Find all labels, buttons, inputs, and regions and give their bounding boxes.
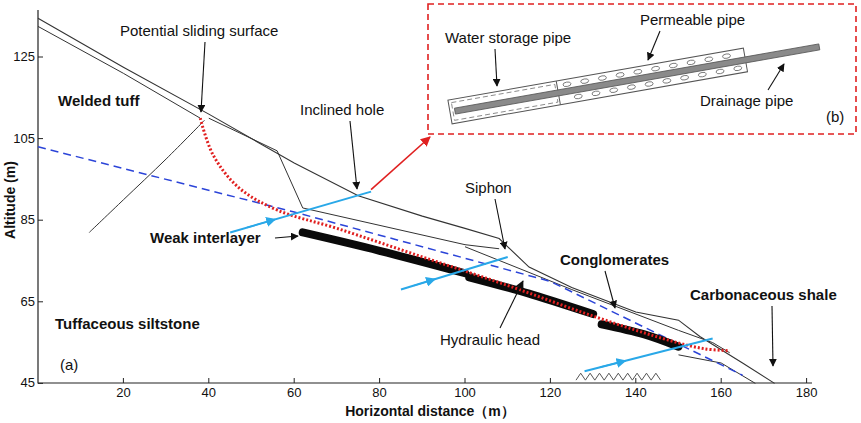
- axis-tick: [379, 378, 380, 383]
- leader-arrow: [605, 271, 615, 308]
- axis-title: Altitude (m): [2, 161, 18, 239]
- permeable-hole: [634, 69, 643, 75]
- hydraulic-head-line: [38, 147, 743, 375]
- stratum-name: Tuffaceous siltstone: [55, 315, 200, 332]
- axis-tick: [208, 378, 209, 383]
- inclined-hole: [401, 257, 508, 290]
- ground-surface-second-line: [38, 26, 200, 118]
- part-name: Drainage pipe: [700, 92, 793, 109]
- flow-arrow: [247, 219, 275, 227]
- weak-interlayer-band: [303, 232, 465, 273]
- inclined-hole: [585, 339, 713, 372]
- weak-interlayer-band: [602, 324, 679, 346]
- permeable-hole: [704, 56, 713, 62]
- permeable-hole: [663, 78, 672, 84]
- stratum-name: Weak interlayer: [150, 229, 261, 246]
- axis-tick: [38, 220, 43, 221]
- permeable-hole: [592, 91, 601, 97]
- tick-label: 125: [13, 50, 35, 65]
- drainage-pipe: [454, 44, 819, 114]
- stratum-name: Welded tuff: [58, 92, 139, 109]
- permeable-hole: [563, 81, 572, 87]
- annotation: Inclined hole: [300, 101, 384, 118]
- leader-arrow: [648, 31, 660, 60]
- permeable-hole: [698, 72, 707, 78]
- annotation: Potential sliding surface: [120, 22, 278, 39]
- permeable-hole: [580, 78, 589, 84]
- axis-tick: [635, 378, 636, 383]
- flow-arrow: [414, 279, 435, 286]
- tick-label: 40: [202, 386, 216, 401]
- permeable-hole: [733, 66, 742, 72]
- stratum-name: Conglomerates: [560, 251, 669, 268]
- inset-pointer: [371, 137, 430, 190]
- tick-label: 120: [540, 386, 562, 401]
- part-name: Permeable pipe: [640, 11, 745, 28]
- leader-arrow: [350, 121, 357, 189]
- stratum-name: Carbonaceous shale: [690, 286, 837, 303]
- permeable-hole: [574, 94, 583, 100]
- tick-label: 65: [21, 294, 35, 309]
- annotation: Hydraulic head: [440, 331, 540, 348]
- weak-interlayer-band: [469, 277, 593, 314]
- leader-arrow: [495, 199, 505, 249]
- inset-frame: [428, 4, 856, 134]
- axis-tick: [38, 301, 43, 302]
- permeable-hole: [616, 72, 625, 78]
- axis-tick: [806, 378, 807, 383]
- permeable-hole: [645, 81, 654, 87]
- sliding-surface: [200, 118, 729, 351]
- siphon-zone-hatch: [576, 373, 661, 380]
- axis-tick: [38, 138, 43, 139]
- carbonaceous-shale-boundary: [679, 355, 756, 384]
- tick-label: 160: [710, 386, 732, 401]
- tick-label: 60: [287, 386, 301, 401]
- permeable-hole: [651, 66, 660, 72]
- permeable-hole: [598, 75, 607, 81]
- axis-tick: [721, 378, 722, 383]
- panel-letter: (b): [826, 108, 844, 125]
- welded-tuff-boundary: [89, 120, 204, 232]
- tick-label: 80: [372, 386, 386, 401]
- welded-tuff-boundary: [209, 118, 277, 151]
- leader-arrow: [201, 42, 205, 112]
- tick-label: 45: [21, 376, 35, 391]
- leader-arrow: [495, 49, 497, 86]
- tick-label: 20: [116, 386, 130, 401]
- part-name: Water storage pipe: [445, 29, 571, 46]
- leader-arrow: [275, 236, 298, 238]
- axis-tick: [294, 378, 295, 383]
- tick-label: 180: [796, 386, 818, 401]
- permeable-hole: [687, 60, 696, 66]
- pipe-assembly: [448, 35, 821, 124]
- conglomerate-boundary: [465, 247, 713, 343]
- leader-arrow: [772, 306, 773, 366]
- tick-label: 85: [21, 213, 35, 228]
- leader-arrow: [768, 64, 784, 90]
- tick-label: 105: [13, 131, 35, 146]
- axis-title: Horizontal distance（m）: [345, 403, 515, 419]
- permeable-hole: [680, 75, 689, 81]
- permeable-hole: [669, 63, 678, 69]
- axis-tick: [465, 378, 466, 383]
- tick-label: 100: [454, 386, 476, 401]
- annotation: Siphon: [465, 179, 512, 196]
- axis-tick: [123, 378, 124, 383]
- flow-arrow: [600, 361, 626, 368]
- panel-letter: (a): [60, 356, 78, 373]
- axis-tick: [38, 57, 43, 58]
- permeable-hole: [716, 69, 725, 75]
- permeable-hole: [722, 53, 731, 59]
- axis-tick: [550, 378, 551, 383]
- permeable-hole: [627, 84, 636, 90]
- tick-label: 140: [625, 386, 647, 401]
- axis-tick: [38, 383, 43, 384]
- permeable-hole: [609, 87, 618, 93]
- leader-arrow: [500, 281, 523, 328]
- inclined-hole: [230, 192, 371, 233]
